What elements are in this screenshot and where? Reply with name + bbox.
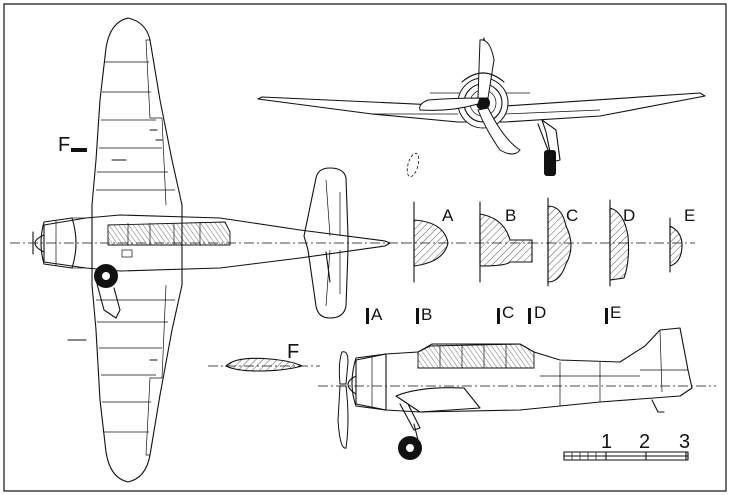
plan-view [10, 17, 405, 483]
side-cowling [351, 353, 387, 411]
section-d-label: D [623, 206, 635, 225]
section-e-shape [669, 225, 683, 267]
plan-spinner [34, 234, 45, 253]
section-b-shape [479, 213, 533, 267]
plan-canopy [107, 221, 231, 246]
section-d-shape [609, 207, 630, 281]
cut-b-label: B [421, 305, 432, 324]
plan-wing-outline [91, 17, 183, 483]
drawing-frame [3, 3, 727, 492]
front-landing-gear [537, 119, 561, 176]
section-e-label: E [684, 206, 695, 225]
cut-markers: A B C D E [366, 303, 621, 324]
cut-c-label: C [502, 303, 514, 322]
section-f-marker: F [58, 134, 87, 156]
plan-tailplane [303, 167, 349, 319]
section-a-label: A [442, 206, 454, 225]
wing-sections: A B C D E [402, 197, 695, 287]
section-b-label: B [505, 206, 516, 225]
cut-d-label: D [534, 303, 546, 322]
cut-a-label: A [371, 305, 383, 324]
front-view [257, 37, 706, 178]
side-landing-gear [398, 403, 422, 460]
front-wing [257, 92, 706, 123]
section-c-shape [547, 205, 572, 283]
plan-wheel-well [94, 264, 121, 319]
cut-e-label: E [610, 303, 621, 322]
section-c-label: C [566, 206, 578, 225]
scale-tick-3-label: 3 [679, 431, 690, 453]
section-f-label: F [287, 341, 299, 363]
scale-tick-1-label: 1 [601, 431, 612, 453]
section-a-shape [413, 219, 449, 267]
side-view [318, 327, 716, 460]
scale-tick-2-label: 2 [639, 431, 650, 453]
section-f-marker-label: F [58, 134, 70, 156]
side-canopy [417, 343, 535, 369]
side-propeller [338, 351, 349, 385]
section-f: F [208, 341, 320, 372]
plan-fuselage [43, 214, 391, 272]
front-propeller [477, 39, 495, 99]
scale-bar: 1 2 3 [563, 431, 690, 461]
